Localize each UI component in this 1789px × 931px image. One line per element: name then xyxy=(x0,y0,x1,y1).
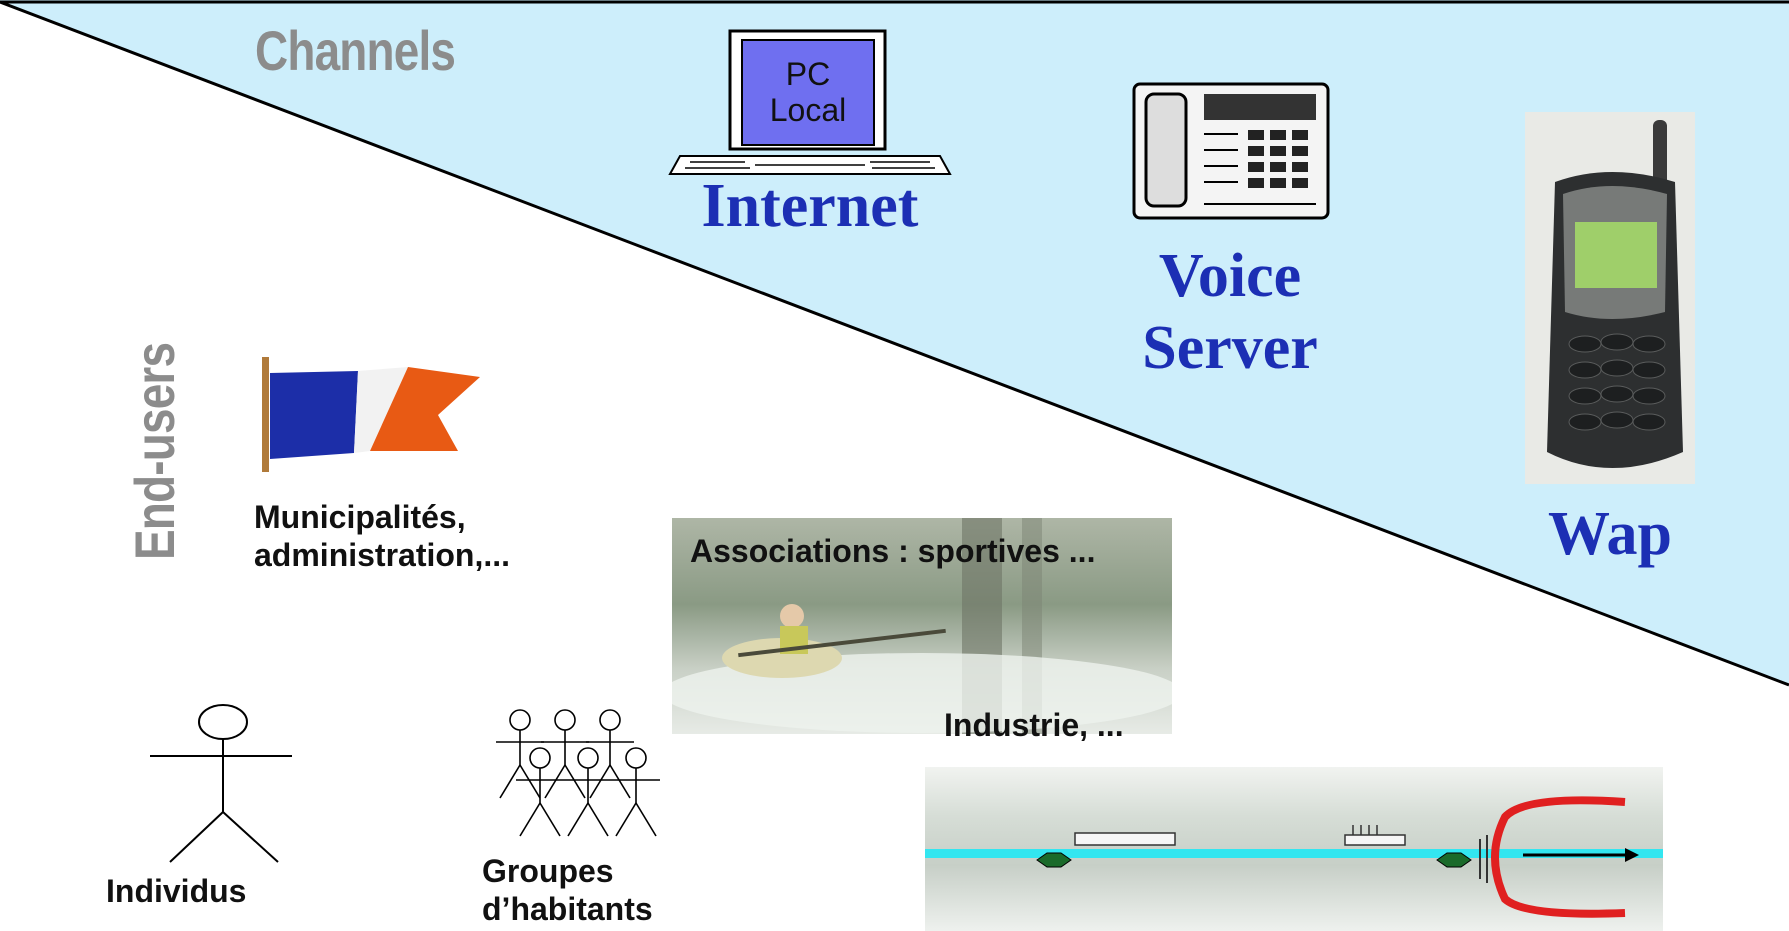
individus-label: Individus xyxy=(106,873,247,909)
municipal-line-2: administration,... xyxy=(254,537,511,573)
internet-label: Internet xyxy=(701,172,919,240)
groupes-label: Groupes d’habitants xyxy=(482,852,653,928)
group-person-figure xyxy=(586,709,634,799)
voice-server-line-1: Voice xyxy=(1158,242,1302,310)
group-person-figure xyxy=(612,747,660,837)
group-person-figure xyxy=(516,747,564,837)
pc-screen xyxy=(741,39,875,146)
voice-server-label: Voice Server xyxy=(1100,240,1360,384)
kayak-photo: Associations : sportives ... xyxy=(672,518,1172,734)
phone-display xyxy=(1204,94,1316,120)
channels-heading: Channels xyxy=(255,19,456,82)
pc-icon: PC Local xyxy=(660,26,960,176)
phone-screen xyxy=(1575,222,1657,288)
group-person-figure xyxy=(496,709,544,799)
municipal-line-1: Municipalités, xyxy=(254,499,466,535)
group-people-icon xyxy=(490,708,680,853)
individual-person-icon xyxy=(148,700,298,870)
groupes-line-1: Groupes xyxy=(482,853,614,889)
mobile-phone-icon xyxy=(1525,112,1695,484)
french-flag-icon xyxy=(258,355,498,480)
desk-phone-icon xyxy=(1132,82,1332,227)
buoy-icon-right xyxy=(1436,852,1472,868)
river-scene xyxy=(925,767,1663,931)
pc-screen-text: PC Local xyxy=(742,56,874,128)
end-users-heading: End-users xyxy=(123,342,186,560)
river-line xyxy=(925,849,1663,858)
voice-server-line-2: Server xyxy=(1142,314,1318,382)
pc-screen-line-1: PC xyxy=(785,56,831,92)
red-barrier-icon xyxy=(1491,796,1626,918)
buoy-icon-left xyxy=(1036,852,1072,868)
associations-label: Associations : sportives ... xyxy=(690,533,1096,569)
group-person-figure xyxy=(541,709,589,799)
phone-handset xyxy=(1144,92,1188,208)
municipal-label: Municipalités, administration,... xyxy=(254,498,510,574)
groupes-line-2: d’habitants xyxy=(482,891,653,927)
industrie-label: Industrie, ... xyxy=(944,707,1124,743)
factory-boat-icon xyxy=(1344,834,1406,846)
barge-icon xyxy=(1074,832,1176,846)
pc-screen-line-2: Local xyxy=(769,92,847,128)
diagonal-divider-line xyxy=(0,0,1789,687)
wap-label: Wap xyxy=(1547,500,1673,568)
group-person-figure xyxy=(564,747,612,837)
